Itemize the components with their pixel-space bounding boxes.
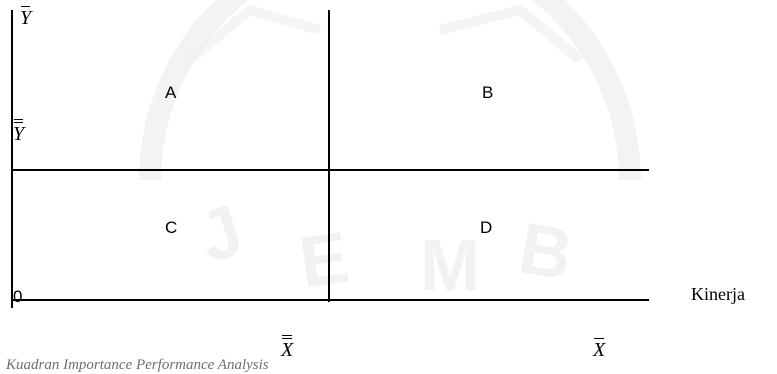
y-axis-top-symbol: Y xyxy=(20,7,32,29)
x-axis xyxy=(11,299,649,301)
quadrant-d-label: D xyxy=(480,218,493,237)
x-axis-end-symbol: X xyxy=(593,339,606,361)
y-mean-label: Y xyxy=(13,119,24,145)
vertical-mean-line xyxy=(328,10,330,302)
quadrant-c-label: C xyxy=(165,218,178,237)
figure-caption: Kuadran Importance Performance Analysis xyxy=(6,357,269,373)
x-axis-end-label: X xyxy=(593,338,605,361)
quadrant-b-label: B xyxy=(482,83,494,102)
x-mean-symbol: X xyxy=(281,339,294,361)
x-axis-title: Kinerja xyxy=(691,284,745,304)
y-axis xyxy=(11,10,13,308)
quadrant-a-label: A xyxy=(165,83,177,102)
y-mean-symbol: Y xyxy=(13,123,25,145)
horizontal-mean-line xyxy=(11,169,649,171)
x-mean-label: X xyxy=(281,335,293,361)
y-axis-top-label: Y xyxy=(20,6,31,29)
origin-label: 0 xyxy=(13,287,23,306)
